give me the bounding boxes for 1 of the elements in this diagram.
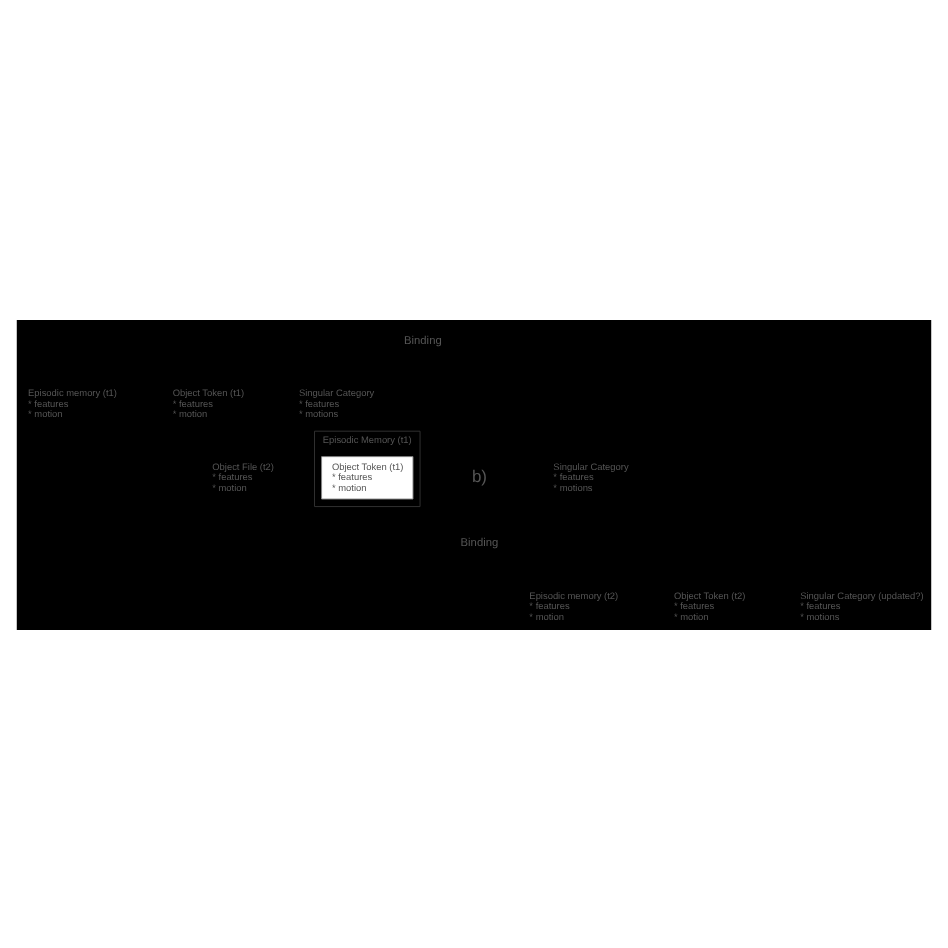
label: b) <box>471 464 487 485</box>
